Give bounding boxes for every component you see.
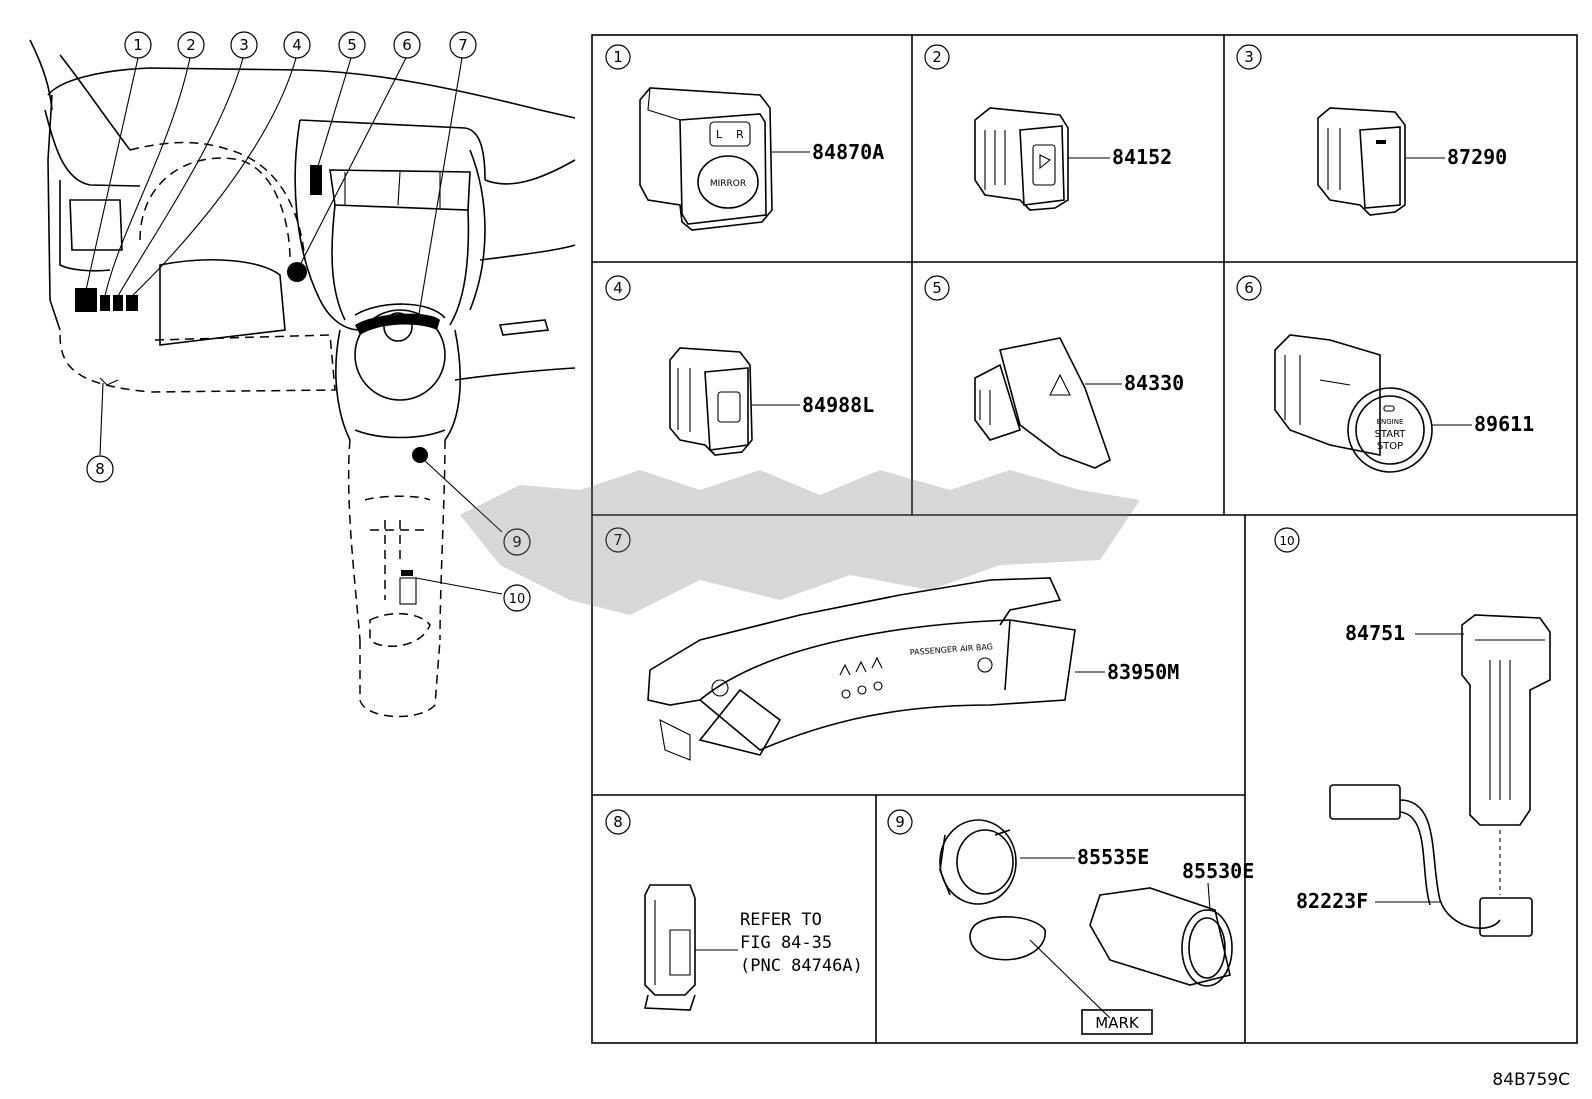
panel-9: 9 MARK 85535E 85530E: [887, 809, 1254, 1035]
headlight-leveling-switch-drawing: [974, 107, 1110, 211]
panel-7: 7 PASSENGER AIR BAG 83950M: [605, 527, 1179, 761]
svg-text:9: 9: [895, 813, 905, 831]
svg-text:5: 5: [347, 36, 357, 54]
svg-text:5: 5: [932, 279, 942, 297]
diagram-code: 84B759C: [1492, 1070, 1570, 1090]
callout-7: 7: [449, 31, 477, 59]
vsc-off-switch-drawing: [669, 347, 800, 456]
svg-text:4: 4: [613, 279, 623, 297]
callout-4: 4: [283, 31, 311, 59]
svg-text:6: 6: [402, 36, 412, 54]
callout-9: 9: [503, 528, 531, 556]
callout-6: 6: [393, 31, 421, 59]
svg-text:(PNC 84746A): (PNC 84746A): [740, 956, 863, 976]
svg-text:START: START: [1375, 429, 1407, 440]
center-cluster-switch-drawing: PASSENGER AIR BAG: [647, 577, 1105, 761]
svg-text:4: 4: [292, 36, 302, 54]
svg-text:85530E: 85530E: [1182, 859, 1254, 883]
svg-text:82223F: 82223F: [1296, 889, 1368, 913]
callout-3: 3: [230, 31, 258, 59]
svg-text:6: 6: [1244, 279, 1254, 297]
svg-text:2: 2: [932, 48, 942, 66]
svg-text:84751: 84751: [1345, 621, 1405, 645]
svg-text:2: 2: [186, 36, 196, 54]
panel-8: 8 REFER TO FIG 84-35 (PNC 84746A): [605, 809, 863, 1011]
svg-text:3: 3: [239, 36, 249, 54]
svg-text:83950M: 83950M: [1107, 660, 1179, 684]
svg-text:R: R: [736, 128, 744, 141]
switch-connector-drawing: [644, 884, 738, 1011]
small-switch-drawing: [1317, 107, 1445, 216]
svg-text:89611: 89611: [1474, 412, 1534, 436]
callout-8: 8: [86, 455, 114, 483]
power-outlet-drawing: MARK: [939, 819, 1233, 1035]
svg-text:87290: 87290: [1447, 145, 1507, 169]
svg-text:8: 8: [613, 813, 623, 831]
svg-text:84330: 84330: [1124, 371, 1184, 395]
svg-text:PASSENGER AIR BAG: PASSENGER AIR BAG: [910, 642, 994, 657]
svg-text:84152: 84152: [1112, 145, 1172, 169]
mirror-switch-drawing: L R MIRROR: [639, 87, 810, 231]
svg-text:FIG 84-35: FIG 84-35: [740, 933, 832, 953]
svg-text:ENGINE: ENGINE: [1377, 418, 1404, 426]
svg-text:9: 9: [512, 533, 522, 551]
callout-10: 10: [503, 584, 531, 612]
svg-text:MIRROR: MIRROR: [710, 179, 746, 189]
svg-text:84988L: 84988L: [802, 393, 874, 417]
svg-text:1: 1: [133, 36, 143, 54]
hazard-switch-drawing: [974, 337, 1122, 469]
panel-grid: [591, 34, 1578, 1044]
svg-text:7: 7: [458, 36, 468, 54]
svg-text:84870A: 84870A: [812, 140, 884, 164]
callout-1: 1: [124, 31, 152, 59]
svg-text:10: 10: [1279, 534, 1294, 548]
svg-text:STOP: STOP: [1377, 441, 1403, 452]
overview-callouts: 1 2 3 4 5 6 7 8 9 10: [86, 31, 531, 612]
usb-port-drawing: [1329, 614, 1551, 937]
svg-text:8: 8: [95, 460, 105, 478]
svg-text:REFER TO: REFER TO: [740, 910, 822, 930]
svg-text:10: 10: [509, 592, 526, 607]
panel-4: 4 84988L: [605, 275, 874, 456]
svg-text:L: L: [716, 128, 723, 141]
watermark-logo: [460, 470, 1140, 615]
engine-start-switch-drawing: ENGINE START STOP: [1274, 334, 1472, 473]
svg-text:85535E: 85535E: [1077, 845, 1149, 869]
svg-text:7: 7: [613, 531, 623, 549]
svg-text:MARK: MARK: [1095, 1014, 1140, 1032]
dashboard-overview: [29, 39, 576, 718]
panel-2: 2 84152: [924, 44, 1172, 211]
svg-text:1: 1: [613, 48, 623, 66]
callout-2: 2: [177, 31, 205, 59]
panel-10: 10 84751 82223F: [1274, 527, 1551, 937]
panel-3: 3 87290: [1236, 44, 1507, 216]
svg-text:3: 3: [1244, 48, 1254, 66]
panel-6: 6 ENGINE START STOP 89611: [1236, 275, 1534, 473]
panel-5: 5 84330: [924, 275, 1184, 469]
callout-5: 5: [338, 31, 366, 59]
panel-1: 1 L R MIRROR 84870A: [605, 44, 884, 231]
